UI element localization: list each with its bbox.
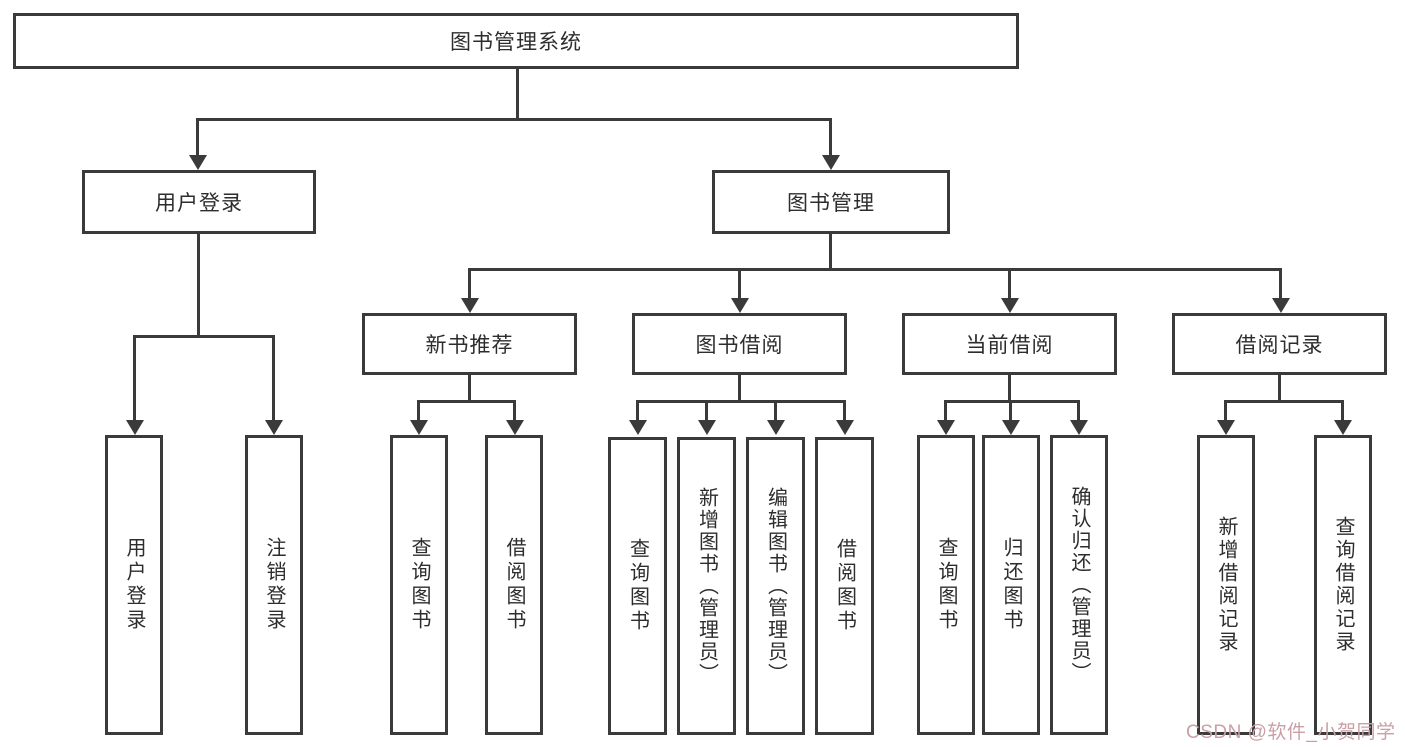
connector-line [1341,400,1344,420]
connector-line [469,268,1282,271]
arrowhead-down [189,155,207,170]
arrowhead-down [410,420,428,435]
connector-line [738,375,741,402]
connector-line [1279,268,1282,298]
connector-line [417,400,420,420]
node-current-borrow: 当前借阅 [902,313,1117,375]
arrowhead-down [836,420,854,435]
arrowhead-down [1272,298,1290,313]
connector-line [417,400,516,403]
connector-line [468,375,471,402]
connector-line [705,400,708,420]
connector-line [133,335,136,420]
connector-line [843,400,846,420]
node-book-management: 图书管理 [712,170,950,234]
arrowhead-down [1002,420,1020,435]
arrowhead-down [822,155,840,170]
connector-line [1278,375,1281,402]
connector-line [829,118,832,157]
connector-line [1009,400,1012,420]
arrowhead-down [1334,420,1352,435]
leaf-add-borrow-record: 新增借阅记录 [1197,435,1255,735]
connector-line [516,69,519,120]
arrowhead-down [937,420,955,435]
connector-line [513,400,516,420]
leaf-logout-login: 注销登录 [245,435,303,735]
arrowhead-down [698,420,716,435]
connector-line [774,400,777,420]
node-book-borrow: 图书借阅 [632,313,847,375]
arrowhead-down [126,420,144,435]
connector-line [1077,400,1080,420]
connector-line [1008,375,1011,402]
connector-line [829,234,832,271]
connector-line [197,234,200,337]
connector-line [636,400,846,403]
connector-line [133,335,275,338]
arrowhead-down [629,420,647,435]
arrowhead-down [731,298,749,313]
arrowhead-down [1070,420,1088,435]
connector-line [1224,400,1227,420]
arrowhead-down [265,420,283,435]
arrowhead-down [506,420,524,435]
arrowhead-down [767,420,785,435]
csdn-watermark: CSDN @软件_小贺同学 [1186,722,1396,743]
connector-line [738,268,741,298]
connector-line [196,118,832,121]
leaf-borrow-books: 借阅图书 [815,437,874,735]
leaf-add-book-admin: 新增图书（管理员） [677,437,736,735]
leaf-user-login: 用户登录 [105,435,163,735]
connector-line [944,400,947,420]
connector-line [468,268,471,298]
node-new-book-recommend: 新书推荐 [362,313,577,375]
connector-line [272,335,275,420]
leaf-query-borrow-record: 查询借阅记录 [1314,435,1372,735]
leaf-query-books: 查询图书 [390,435,448,735]
leaf-query-books: 查询图书 [917,435,975,735]
leaf-edit-book-admin: 编辑图书（管理员） [746,437,805,735]
node-user-login: 用户登录 [82,170,316,234]
arrowhead-down [1001,298,1019,313]
node-library-management-system: 图书管理系统 [13,13,1019,69]
connector-line [636,400,639,420]
node-borrow-records: 借阅记录 [1172,313,1387,375]
leaf-borrow-books: 借阅图书 [485,435,543,735]
leaf-query-books: 查询图书 [608,437,667,735]
arrowhead-down [461,298,479,313]
connector-line [196,118,199,157]
connector-line [1224,400,1343,403]
leaf-return-books: 归还图书 [982,435,1040,735]
connector-line [1008,268,1011,298]
arrowhead-down [1217,420,1235,435]
leaf-confirm-return-admin: 确认归还（管理员） [1050,435,1108,735]
